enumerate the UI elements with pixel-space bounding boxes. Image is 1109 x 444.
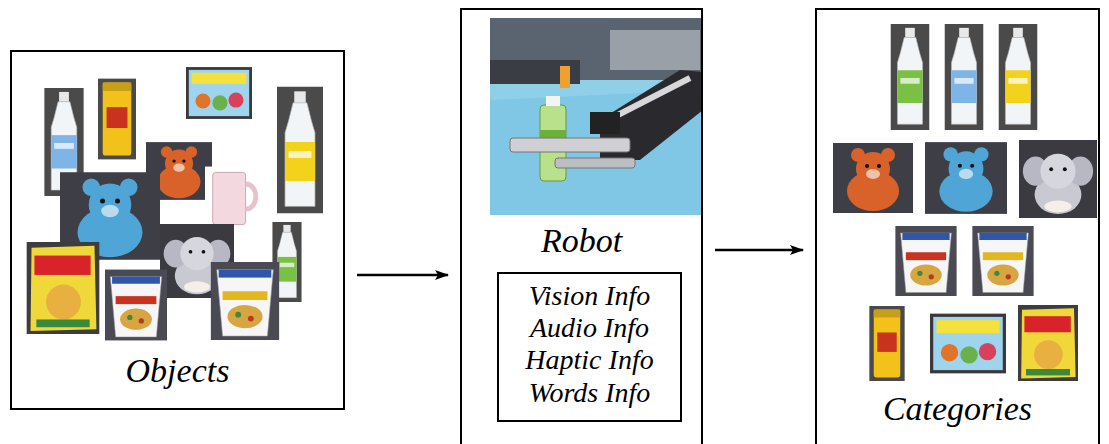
- node-label: Vision Info: [499, 280, 680, 312]
- node-label: Words Info: [499, 377, 680, 409]
- robot-box: RobotVision InfoAudio InfoHaptic InfoWor…: [460, 8, 703, 444]
- node-label: Robot: [462, 222, 701, 259]
- node-label: Objects: [12, 352, 343, 389]
- flow-arrow: [715, 249, 803, 252]
- categories-box: Categories: [815, 8, 1100, 444]
- flow-arrow: [357, 274, 448, 277]
- node-label: Categories: [817, 390, 1098, 427]
- node-label: Haptic Info: [499, 344, 680, 376]
- objects-box: Objects: [10, 50, 345, 410]
- node-label: Audio Info: [499, 312, 680, 344]
- info-box: Vision InfoAudio InfoHaptic InfoWords In…: [497, 272, 682, 422]
